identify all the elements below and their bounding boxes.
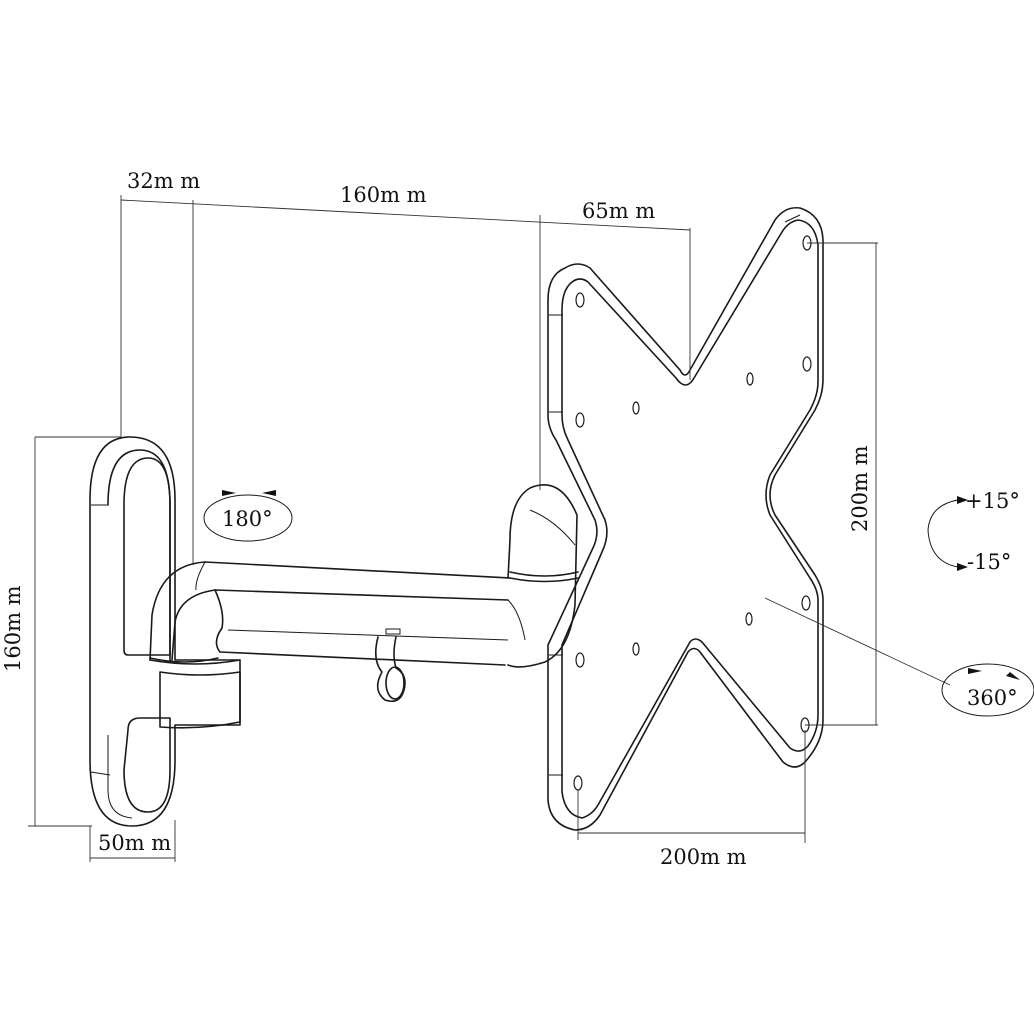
rotation-360-icon: [941, 663, 1034, 717]
dim-label-160mm-height: 160m m: [1, 585, 25, 672]
cable-clip: [374, 628, 406, 703]
tilt-arrows-icon: [927, 496, 968, 571]
dim-label-32mm: 32m m: [127, 169, 200, 193]
dim-label-65mm: 65m m: [582, 199, 655, 223]
vesa-plate: [547, 206, 824, 831]
dim-label-200mm-vertical: 200m m: [848, 445, 872, 532]
tilt-label-up: +15°: [965, 489, 1020, 513]
dim-label-160mm-arm: 160m m: [340, 183, 427, 207]
tilt-label-down: -15°: [967, 550, 1011, 574]
dim-label-50mm: 50m m: [98, 831, 171, 855]
articulating-arm: [149, 484, 579, 668]
wall-plate: [89, 436, 241, 827]
dim-label-200mm-horizontal: 200m m: [660, 845, 747, 869]
rotation-label-360: 360°: [967, 686, 1018, 710]
rotation-180-icon: [203, 490, 293, 542]
rotation-label-180: 180°: [222, 507, 273, 531]
dimension-lines: [28, 195, 951, 862]
